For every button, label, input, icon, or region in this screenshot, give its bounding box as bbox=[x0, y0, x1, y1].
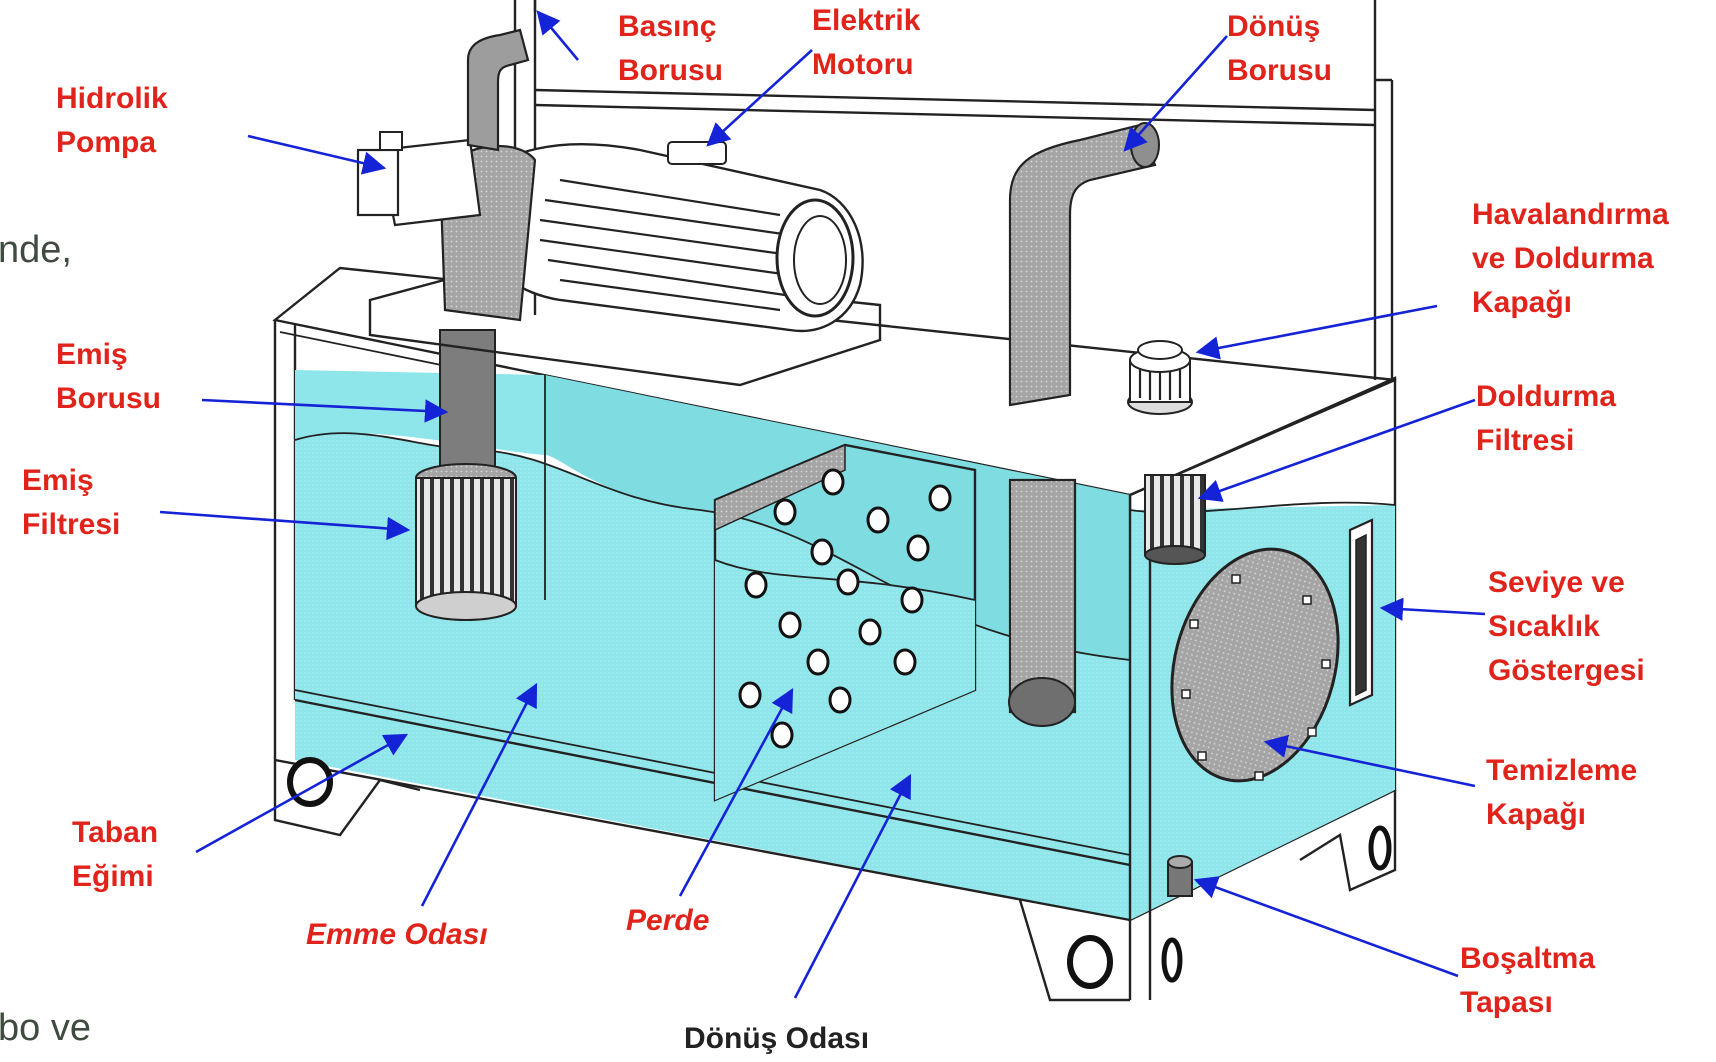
baffle-plate bbox=[713, 443, 977, 802]
suction-pipe bbox=[439, 329, 496, 481]
arrow-emis-borusu bbox=[201, 398, 449, 423]
electric-motor bbox=[473, 141, 864, 333]
diagram-labels: Basınç Borusu Elektrik Motoru Dönüş Boru… bbox=[22, 4, 1677, 1055]
arrow-taban-egimi bbox=[195, 733, 409, 854]
label-emis-filtresi: Emiş Filtresi bbox=[22, 464, 120, 541]
slide-text-fragment-top: nde, bbox=[0, 229, 72, 271]
label-emme-odasi: Emme Odası bbox=[306, 918, 488, 951]
arrow-havalandirma-kapagi bbox=[1195, 304, 1438, 360]
label-donus-odasi: Dönüş Odası bbox=[684, 1022, 869, 1055]
left-leg bbox=[273, 760, 421, 837]
arrow-bosaltma-tapasi bbox=[1193, 876, 1459, 978]
label-donus-borusu: Dönüş Borusu bbox=[1227, 10, 1332, 87]
label-temizleme-kapagi: Temizleme Kapağı bbox=[1486, 754, 1646, 831]
pressure-pipe bbox=[466, 28, 530, 152]
leg-hole bbox=[1067, 935, 1113, 989]
arrow-hidrolik-pompa bbox=[247, 134, 387, 175]
arrow-doldurma-filtresi bbox=[1197, 398, 1476, 502]
label-taban-egimi: Taban Eğimi bbox=[72, 816, 166, 893]
arrow-donus-borusu bbox=[1123, 35, 1228, 152]
arrow-donus-odasi bbox=[793, 773, 912, 999]
label-havalandirma-kapagi: Havalandırma ve Doldurma Kapağı bbox=[1472, 198, 1677, 319]
label-bosaltma-tapasi: Boşaltma Tapası bbox=[1460, 942, 1603, 1019]
level-temperature-gauge bbox=[1348, 518, 1374, 707]
arrow-emis-filtresi bbox=[159, 510, 411, 541]
label-emis-borusu: Emiş Borusu bbox=[56, 338, 161, 415]
hydraulic-pump bbox=[356, 131, 482, 227]
return-pipe bbox=[1008, 122, 1160, 727]
drain-plug bbox=[1167, 855, 1193, 897]
arrow-basinc-borusu bbox=[536, 10, 579, 61]
arrow-elektrik-motoru bbox=[706, 49, 813, 147]
label-seviye-gostergesi: Seviye ve Sıcaklık Göstergesi bbox=[1488, 566, 1645, 687]
label-elektrik-motoru: Elektrik Motoru bbox=[812, 4, 929, 81]
suction-filter bbox=[415, 463, 517, 621]
arrow-emme-odasi bbox=[420, 682, 538, 907]
slide-text-fragment-bottom: bo ve bbox=[0, 1007, 91, 1049]
label-perde: Perde bbox=[626, 904, 709, 937]
baffle-holes bbox=[738, 468, 952, 749]
label-hidrolik-pompa: Hidrolik Pompa bbox=[56, 82, 176, 159]
arrow-perde bbox=[678, 687, 794, 897]
filler-filter bbox=[1144, 474, 1206, 565]
breather-filler-cap bbox=[1127, 340, 1193, 415]
cleanout-cover bbox=[1170, 547, 1340, 783]
label-basinc-borusu: Basınç Borusu bbox=[618, 10, 725, 87]
label-doldurma-filtresi: Doldurma Filtresi bbox=[1476, 380, 1624, 457]
arrow-temizleme-kapagi bbox=[1263, 734, 1476, 788]
pointer-arrows bbox=[159, 10, 1486, 999]
arrow-seviye-gostergesi bbox=[1379, 597, 1486, 621]
